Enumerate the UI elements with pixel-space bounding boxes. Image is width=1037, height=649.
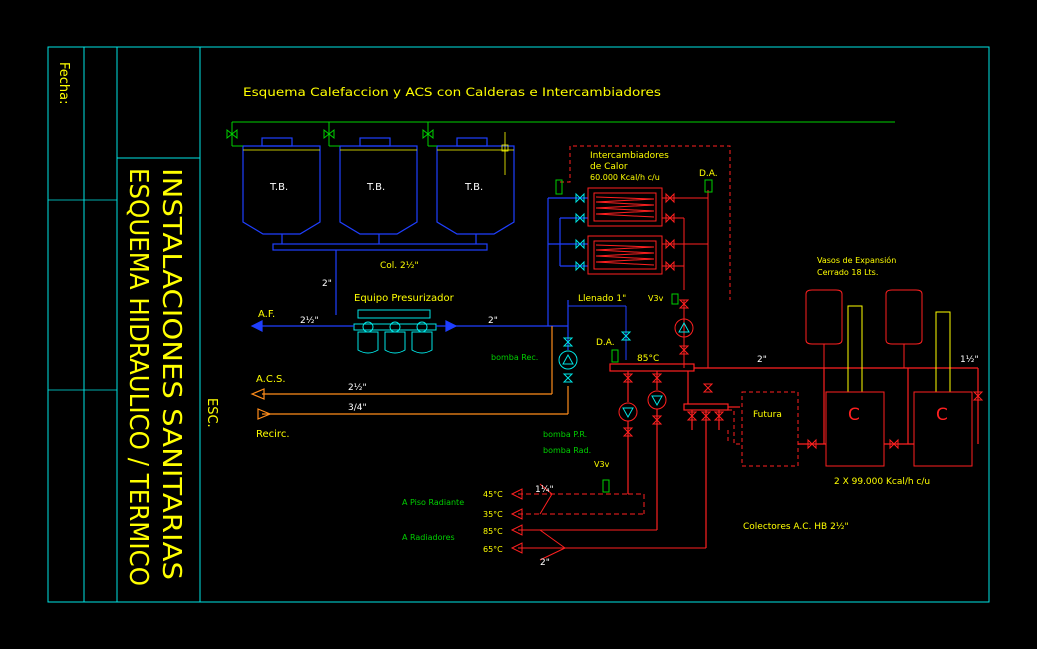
da-top-label: D.A. [699, 169, 718, 179]
intercambiadores-cap: 60.000 Kcal/h c/u [590, 173, 660, 182]
calderas-label: 2 X 99.000 Kcal/h c/u [834, 477, 930, 487]
title-block-frame [47, 46, 990, 603]
title-line-1: INSTALACIONES SANITARIAS [156, 168, 186, 580]
futura-label: Futura [753, 410, 782, 420]
recirc-size: 3/4" [348, 403, 367, 413]
tank-label-1: T.B. [269, 182, 288, 193]
temp-85-out: 85°C [483, 527, 503, 536]
collector-valves [622, 373, 984, 450]
v3v-bottom-label: V3v [594, 460, 610, 469]
boiler-c2: C [936, 405, 948, 425]
temp-35: 35°C [483, 510, 503, 519]
water-tanks [242, 137, 515, 315]
temp-85-collector: 85°C [637, 354, 659, 364]
exchanger-valves [555, 179, 713, 272]
radiadores-label: A Radiadores [402, 533, 455, 542]
presurizador-unit [353, 309, 437, 354]
pipe-size-2in: 2" [322, 279, 332, 289]
af-label: A.F. [258, 309, 275, 320]
piso-radiante-label: A Piso Radiante [402, 498, 464, 507]
fecha-label: Fecha: [56, 62, 71, 105]
tank-label-3: T.B. [464, 182, 483, 193]
vasos-label-2: Cerrado 18 Lts. [817, 268, 878, 277]
size-1-1-4: 1¼" [535, 485, 554, 495]
size-2in-bottom: 2" [540, 558, 550, 568]
da-mid-label: D.A. [596, 338, 615, 348]
cold-water-line [250, 197, 588, 350]
bomba-pr-label: bomba P.R. [543, 430, 587, 439]
af-size: 2½" [300, 316, 319, 326]
tank-inlet-pipes [226, 122, 437, 147]
vasos-label-1: Vasos de Expansión [817, 255, 896, 265]
futura-link [727, 409, 742, 445]
llenado-label: Llenado 1" [578, 294, 626, 304]
acs-size: 2½" [348, 383, 367, 393]
futura-box [741, 391, 799, 467]
diagram-heading: Esquema Calefaccion y ACS con Calderas e… [243, 85, 661, 99]
recirc-label: Recirc. [256, 429, 290, 440]
presurizador-label: Equipo Presurizador [354, 293, 455, 304]
acs-label: A.C.S. [256, 374, 286, 385]
esc-label: ESC. [204, 398, 219, 428]
boiler-c1: C [848, 405, 860, 425]
heat-exchanger-enclosure [560, 145, 731, 300]
size-2in-main: 2" [757, 355, 767, 365]
pipe-size-2in-b: 2" [488, 316, 498, 326]
boilers [825, 391, 973, 467]
tank-fill-line [243, 132, 514, 175]
expansion-vessels [805, 289, 923, 368]
bomba-rec-label: bomba Rec. [491, 353, 538, 362]
vessel-yellow-pipes [847, 305, 951, 392]
size-1-1-2: 1½" [960, 355, 979, 365]
intercambiadores-sub: de Calor [590, 162, 628, 172]
col-label: Col. 2½" [380, 261, 419, 271]
bomba-rad-label: bomba Rad. [543, 446, 591, 455]
title-block-separators [48, 199, 117, 391]
llenado-line [568, 305, 627, 360]
v3v-top-label: V3v [648, 294, 664, 303]
temp-65: 65°C [483, 545, 503, 554]
colectores-label: Colectores A.C. HB 2½" [743, 522, 849, 532]
temp-45: 45°C [483, 490, 503, 499]
title-line-2: ESQUEMA HIDRAULICO / TERMICO [123, 168, 153, 586]
intercambiadores-title: Intercambiadores [590, 151, 669, 161]
heating-circuits [510, 479, 706, 561]
acs-lines [250, 326, 569, 420]
heat-exchangers [587, 187, 663, 275]
tank-label-2: T.B. [366, 182, 385, 193]
misc-valves [562, 293, 690, 383]
